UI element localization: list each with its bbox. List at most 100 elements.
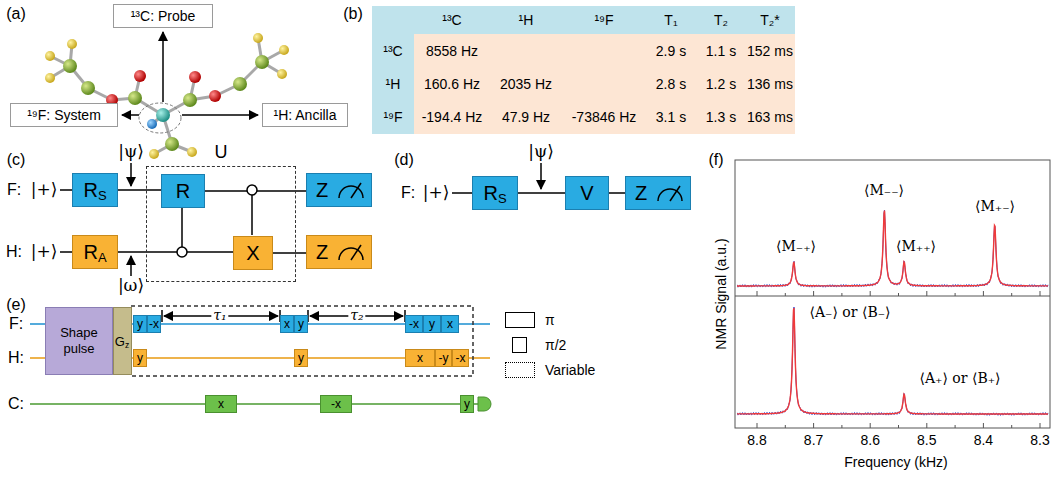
node-text: y [137, 317, 143, 331]
table-cell: 3.1 s [656, 109, 686, 125]
pulse-box: -x [405, 315, 423, 333]
tick-label: 8.7 [804, 432, 823, 448]
axis-tick [898, 293, 899, 296]
axis-tick [757, 423, 758, 428]
pulse-box: y [133, 349, 147, 367]
circuit-wire [118, 251, 233, 253]
pulse-box: -x [320, 395, 352, 413]
axis-tick [757, 291, 758, 296]
state-label: |ω⟩ [118, 276, 144, 296]
axis-tick [813, 291, 814, 296]
panel-letter: (b) [343, 5, 363, 23]
pulse-box: -x [147, 315, 161, 333]
peak-label: ⟨A₊⟩ or ⟨B₊⟩ [919, 370, 1000, 386]
gate-box: RS [472, 176, 518, 210]
node-text: Z [316, 241, 328, 264]
peak-label: ⟨A₋⟩ or ⟨B₋⟩ [809, 304, 890, 320]
circuit-wires [60, 163, 541, 276]
pulse-box: -x [452, 349, 469, 367]
table-cell: 2.9 s [656, 43, 686, 59]
delay-label: τ₁ [211, 307, 228, 323]
circuit-wire [609, 192, 625, 194]
tick-label: 8.3 [1030, 432, 1049, 448]
qubit-label: F: [401, 184, 415, 202]
pulse-box: -y [435, 349, 452, 367]
pulse-box: x [205, 395, 237, 413]
delay-label: τ₂ [348, 307, 365, 323]
node-text: ¹³C: Probe [131, 8, 196, 24]
dotted-ring [139, 103, 181, 133]
table-cell: 152 ms [747, 43, 793, 59]
table-cell: 47.9 Hz [502, 109, 550, 125]
pulse-box: y [294, 315, 308, 333]
node-text: x [447, 317, 453, 331]
meter-needle [351, 245, 361, 260]
node-text: x [417, 351, 423, 365]
measure-box: Z [306, 235, 372, 269]
nucleus-tag: ¹³C: Probe [113, 4, 213, 28]
circuit-wire [518, 192, 565, 194]
axis-tick [870, 291, 871, 296]
peak-label: ⟨M₊₊⟩ [896, 238, 936, 254]
axis-tick [785, 425, 786, 428]
axis-title: Frequency (kHz) [844, 454, 947, 470]
axis-tick [926, 291, 927, 296]
pulse-box: y [460, 395, 474, 413]
node-text: -x [331, 397, 341, 411]
axis-tick [785, 293, 786, 296]
tick-label: 8.4 [974, 432, 993, 448]
circuit-wire [118, 189, 161, 191]
node-text: RA [83, 241, 106, 264]
axis-tick [1040, 291, 1041, 296]
table-header: ¹⁹F [594, 12, 613, 28]
node-text: X [246, 242, 259, 265]
meter-arc [339, 186, 363, 198]
axis-tick [813, 423, 814, 428]
atoms [45, 33, 289, 159]
measure-box: Z [625, 176, 691, 210]
tick-label: 8.6 [860, 432, 879, 448]
qubit-label: H: [6, 243, 22, 261]
node-text: V [580, 182, 593, 205]
pulse-box: y [133, 315, 147, 333]
pulse-box: y [294, 349, 308, 367]
legend-swatch [505, 362, 535, 378]
meter-symbol [336, 241, 366, 263]
state-label: |+⟩ [31, 242, 58, 262]
node-text: ¹⁹F: System [27, 107, 101, 123]
gate-box: RS [72, 173, 118, 207]
unitary-box: URX [146, 166, 296, 282]
node-text: x [284, 317, 290, 331]
circuit-wire [273, 252, 306, 254]
spectrum-frame [735, 160, 1050, 428]
state-label: |+⟩ [31, 180, 58, 200]
gate-box: R [161, 174, 205, 208]
table-cell: 160.6 Hz [424, 76, 480, 92]
table-cell: 136 ms [747, 76, 793, 92]
tick-label: 8.5 [917, 432, 936, 448]
node-text: y [464, 397, 470, 411]
peak-label: ⟨M₋₊⟩ [776, 238, 816, 254]
axis-tick [870, 423, 871, 428]
axis-title: NMR Signal (a.u.) [713, 238, 729, 349]
state-label: |ψ⟩ [528, 142, 554, 162]
table-cell: 8558 Hz [426, 43, 478, 59]
node-text: Shape pulse [46, 325, 112, 356]
shape-pulse-box: Shape pulse [45, 307, 113, 375]
table-cell: 2.8 s [656, 76, 686, 92]
legend-swatch [505, 312, 535, 328]
channel-label: C: [8, 395, 24, 413]
meter-needle [351, 183, 361, 198]
node-text: y [429, 317, 435, 331]
gradient-box: Gz [113, 307, 132, 375]
panel-letter: (d) [394, 151, 414, 169]
axis-tick [898, 425, 899, 428]
node-text: ¹H: Ancilla [273, 107, 336, 123]
legend-text: Variable [545, 362, 595, 378]
axis-tick [926, 423, 927, 428]
node-text: y [137, 351, 143, 365]
node-text: y [298, 317, 304, 331]
spectrum-fit [737, 211, 1048, 286]
pulse-box: x [405, 349, 435, 367]
